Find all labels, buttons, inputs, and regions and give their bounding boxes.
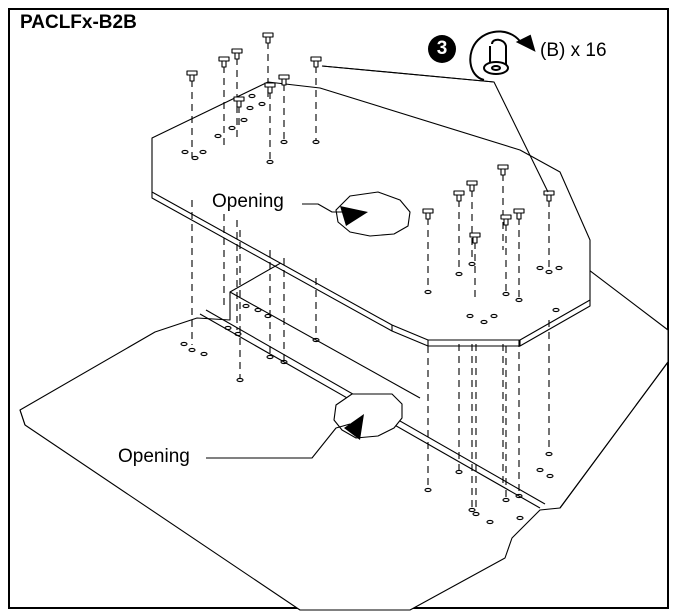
screws bbox=[186, 32, 555, 244]
upper-opening-arrow-icon bbox=[340, 206, 368, 226]
mounting-holes bbox=[180, 93, 563, 525]
lower-opening-arrow-icon bbox=[344, 414, 364, 440]
screw-quantity-label: (B) x 16 bbox=[540, 40, 607, 61]
rotate-clockwise-screw-icon bbox=[469, 30, 536, 81]
leader-lines bbox=[206, 65, 549, 459]
upper-plate bbox=[151, 81, 591, 347]
screw-guide-lines bbox=[191, 42, 550, 512]
model-title: PACLFx-B2B bbox=[20, 12, 137, 33]
step-number-badge: 3 bbox=[428, 35, 456, 63]
opening-label-lower: Opening bbox=[118, 446, 190, 467]
opening-label-upper: Opening bbox=[212, 191, 284, 212]
opening-arrows bbox=[340, 206, 368, 440]
